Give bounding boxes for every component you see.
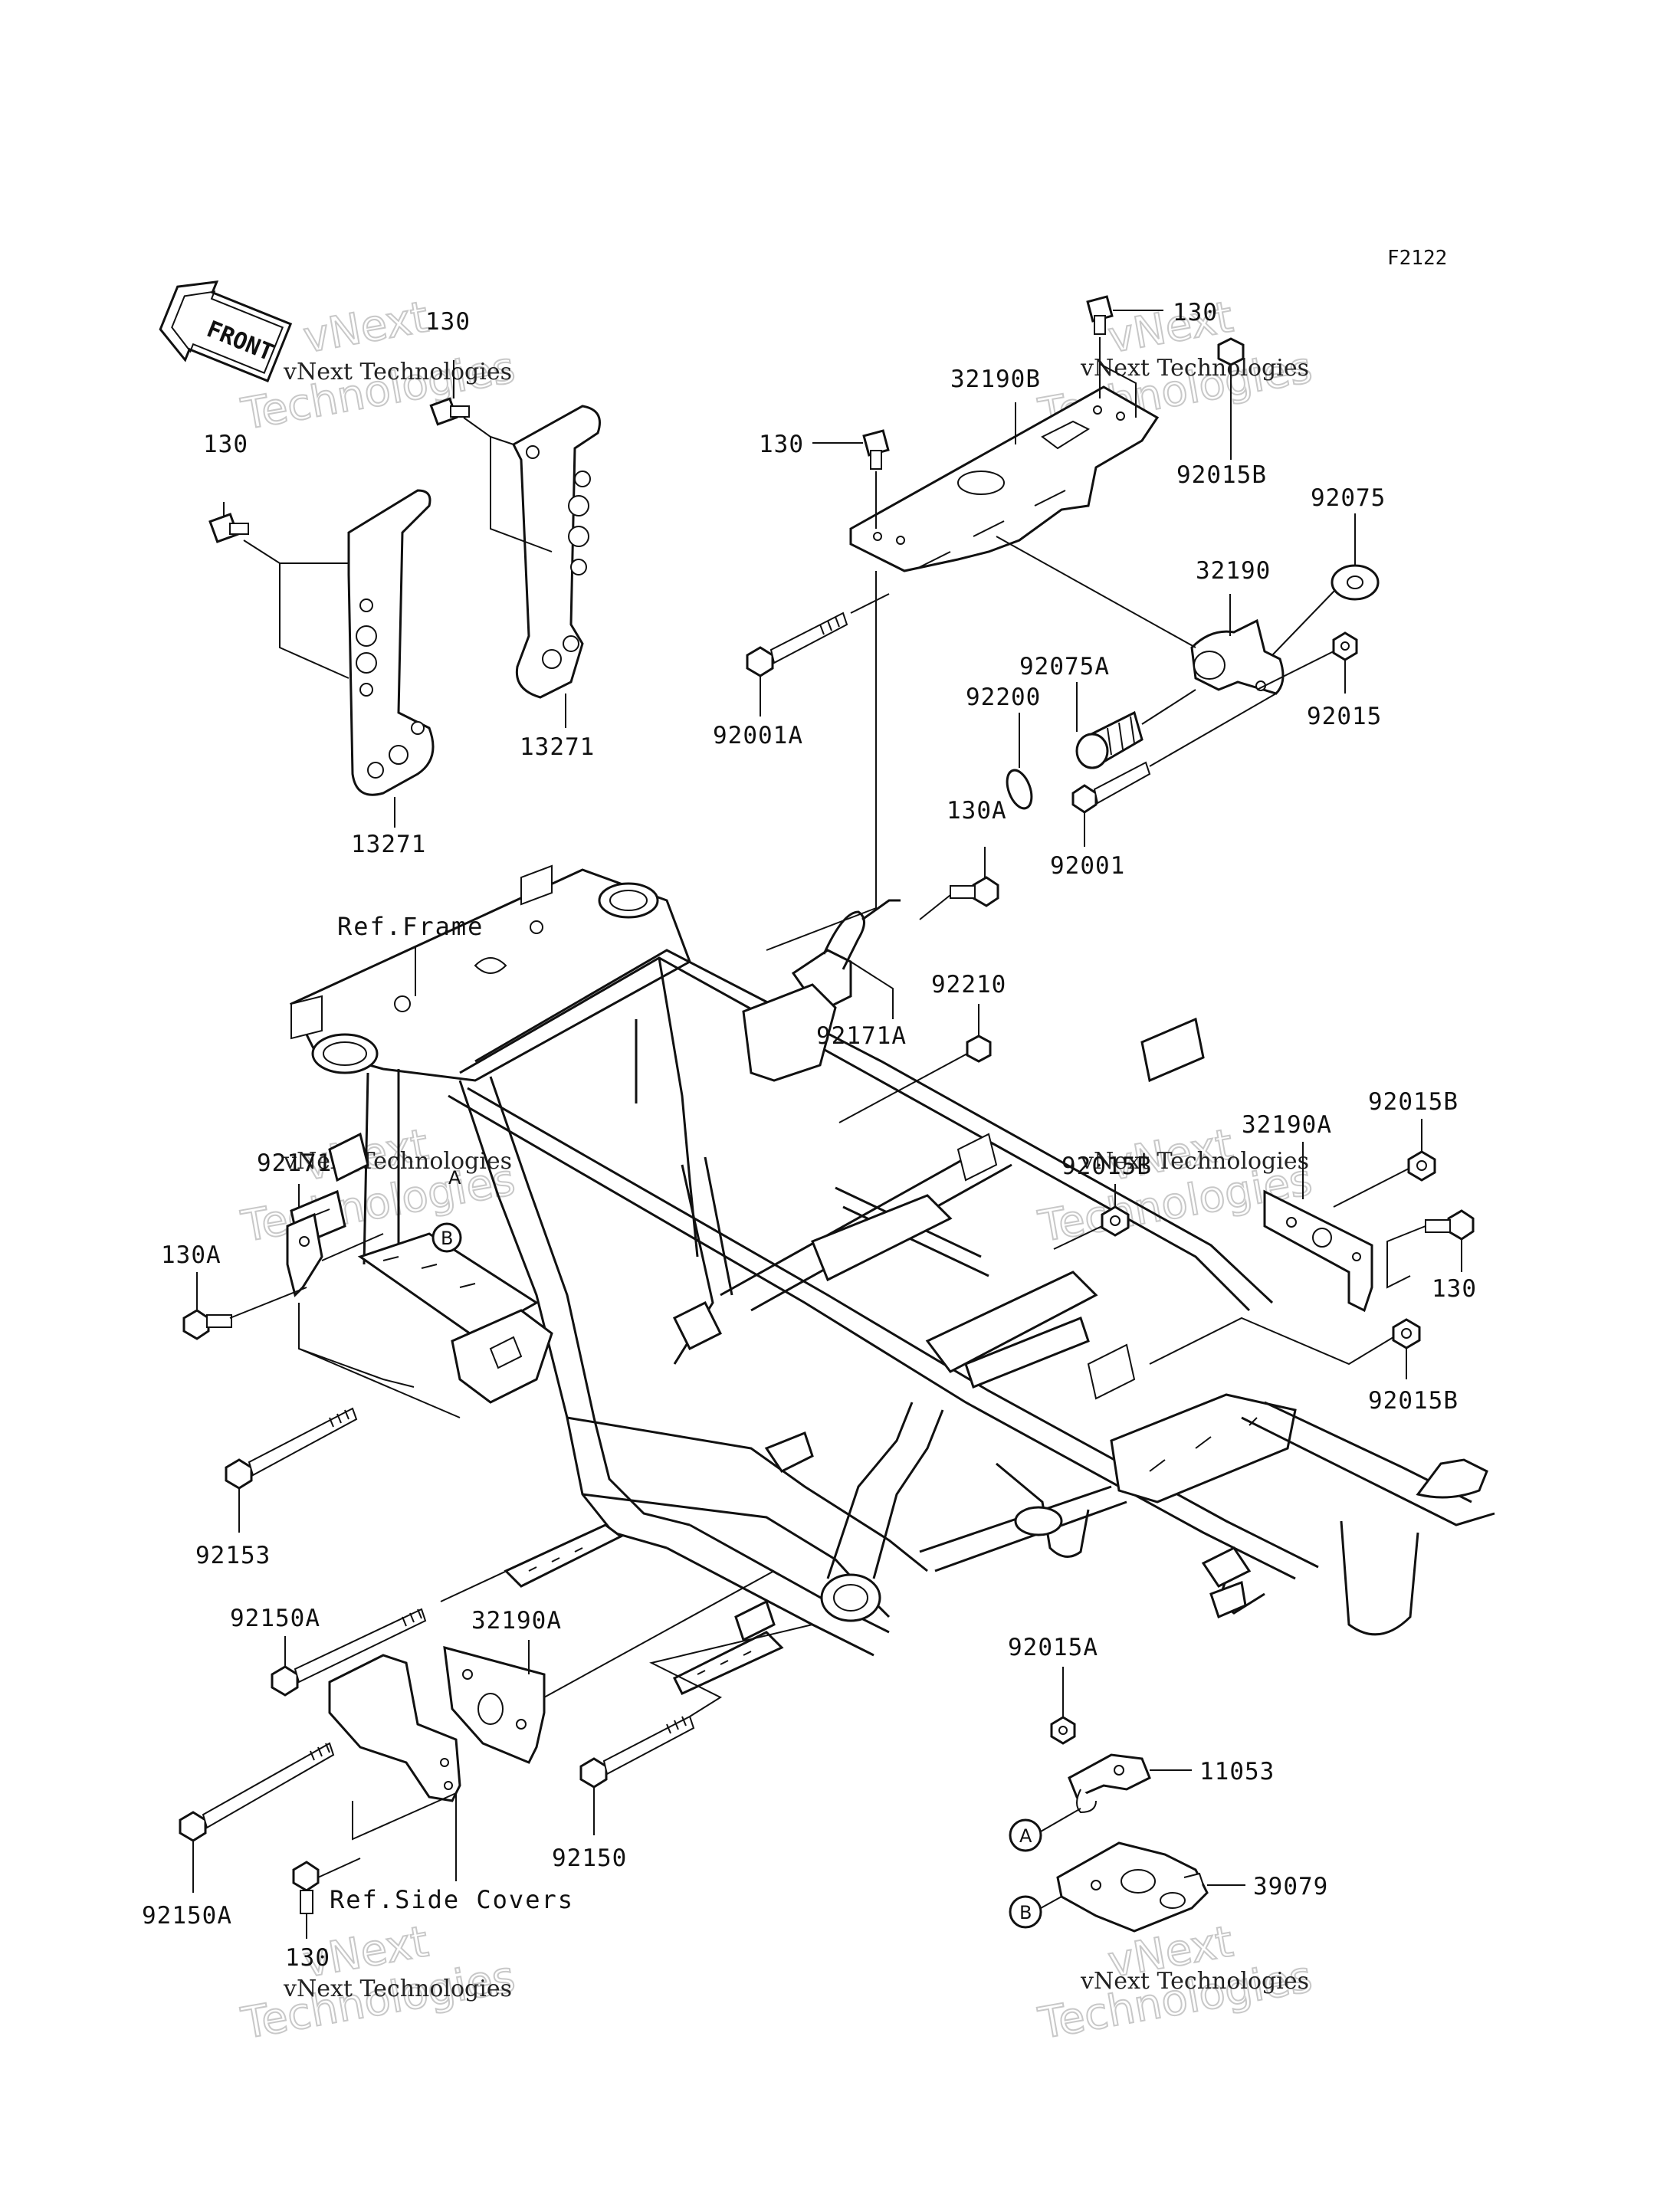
bolt-92150: [579, 1715, 695, 1789]
bushing-92075A: [1075, 710, 1144, 769]
bracket-13271-left: [347, 489, 435, 796]
bolt-130-left-a: [208, 513, 249, 543]
nut-92015: [1332, 631, 1358, 661]
bracket-11053: [1068, 1753, 1151, 1814]
label-92150A-upper: 92150A: [230, 1605, 320, 1632]
bolt-92001: [1071, 761, 1151, 814]
label-92153: 92153: [195, 1542, 271, 1569]
label-92210: 92210: [931, 971, 1006, 998]
bolt-92150A-upper: [271, 1608, 427, 1697]
label-92171: 92171: [257, 1149, 332, 1177]
clip-92171A: [791, 899, 901, 1019]
nut-92015B-right-top: [1407, 1150, 1436, 1182]
label-92015A: 92015A: [1008, 1634, 1098, 1661]
label-92001A: 92001A: [713, 722, 803, 749]
label-130-f: 130: [285, 1944, 330, 1972]
main-frame: [289, 864, 1495, 1695]
label-92001: 92001: [1050, 852, 1125, 880]
bolt-130-top-b: [862, 429, 890, 470]
washer-92200: [1006, 769, 1033, 810]
label-32190: 32190: [1196, 557, 1271, 585]
label-13271-right: 13271: [520, 733, 595, 761]
bolt-92150A-lower: [179, 1742, 335, 1842]
label-92075A: 92075A: [1019, 653, 1110, 680]
label-13271-left: 13271: [351, 831, 426, 858]
mount-32190B: [849, 385, 1160, 572]
label-130-e: 130: [1432, 1275, 1477, 1303]
marker-b-frame: B: [431, 1222, 462, 1253]
label-11053: 11053: [1199, 1758, 1275, 1785]
bolt-130-lower: [292, 1861, 320, 1914]
nut-92015B-top: [1217, 337, 1245, 366]
svg-text:vNext Technologies: vNext Technologies: [1080, 1148, 1309, 1175]
label-130-a: 130: [425, 308, 471, 336]
label-92015: 92015: [1307, 703, 1382, 730]
nut-92210: [966, 1035, 992, 1063]
diagram-code: F2122: [1387, 247, 1447, 270]
bolt-130-right: [1425, 1209, 1475, 1241]
label-130-c: 130: [1173, 299, 1218, 326]
svg-text:B: B: [1019, 1902, 1032, 1923]
label-92200: 92200: [966, 684, 1041, 711]
label-92075: 92075: [1311, 484, 1386, 512]
label-32190B: 32190B: [950, 366, 1041, 393]
mount-32190A-right: [1263, 1189, 1373, 1313]
svg-text:Technologies: Technologies: [238, 343, 519, 440]
label-92171A: 92171A: [816, 1022, 907, 1050]
watermark-top-left: vNext Technologies vNext Technologies: [237, 291, 520, 441]
bolt-130-top-a: [1086, 295, 1114, 335]
bolt-92001A: [746, 612, 848, 677]
bolt-130A-left: [182, 1309, 232, 1340]
label-92150A-lower: 92150A: [142, 1902, 232, 1930]
svg-text:A: A: [1019, 1825, 1032, 1847]
label-92150: 92150: [552, 1844, 627, 1872]
label-92015B-top: 92015B: [1176, 461, 1267, 489]
cover-39079: [1056, 1841, 1209, 1933]
bracket-13271-right: [512, 405, 601, 699]
svg-text:vNext: vNext: [300, 292, 431, 362]
nut-92015A: [1050, 1716, 1076, 1745]
watermark-bottom-left: vNext Technologies vNext Technologies: [237, 1916, 520, 2050]
label-32190A-lower: 32190A: [471, 1607, 562, 1635]
svg-text:vNext Technologies: vNext Technologies: [1080, 355, 1309, 382]
nut-92015B-right-bottom: [1392, 1318, 1421, 1349]
label-32190A-right: 32190A: [1242, 1111, 1332, 1139]
bolt-130A-top: [950, 876, 999, 907]
label-130A-top: 130A: [947, 797, 1007, 825]
side-cover-bracket: [328, 1654, 461, 1802]
marker-b-lower: B: [1009, 1895, 1042, 1929]
marker-a-lower: A: [1009, 1818, 1042, 1852]
label-92015B-mid: 92015B: [1061, 1153, 1152, 1180]
svg-text:vNext Technologies: vNext Technologies: [283, 1976, 512, 2002]
label-39079: 39079: [1253, 1873, 1328, 1900]
washer-92075: [1331, 564, 1380, 601]
marker-a-frame: A: [448, 1167, 461, 1189]
svg-text:vNext Technologies: vNext Technologies: [283, 359, 512, 385]
front-arrow-icon: FRONT: [159, 280, 293, 383]
svg-text:B: B: [441, 1228, 453, 1249]
bolt-92153: [225, 1407, 358, 1490]
label-ref-side-covers: Ref.Side Covers: [330, 1885, 574, 1914]
nut-92015B-mid: [1101, 1205, 1130, 1237]
label-130-d: 130: [759, 431, 804, 458]
mount-32190A-lower: [443, 1645, 546, 1764]
label-ref-frame: Ref.Frame: [337, 912, 484, 941]
mount-32190: [1190, 618, 1285, 695]
label-92015B-right-bottom: 92015B: [1368, 1387, 1459, 1415]
label-130A-left: 130A: [161, 1241, 221, 1269]
svg-text:vNext Technologies: vNext Technologies: [1080, 1968, 1309, 1995]
label-92015B-right-top: 92015B: [1368, 1088, 1459, 1116]
watermark-mid-left: vNext Technologies vNext Technologies: [237, 1119, 520, 1253]
watermark-bottom-right: vNext Technologies vNext Technologies: [1034, 1916, 1317, 2050]
bolt-130-left-b: [429, 397, 470, 426]
svg-text:A: A: [448, 1167, 461, 1189]
label-130-b: 130: [203, 431, 248, 458]
bracket-92171: [286, 1212, 323, 1297]
